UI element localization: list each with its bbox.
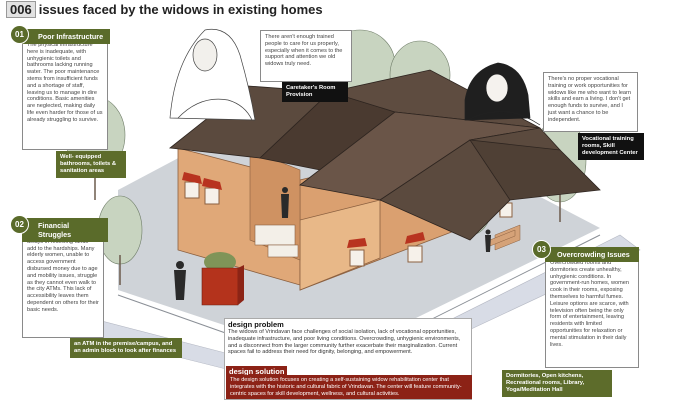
design-problem-body: The widows of Vrindavan face challenges … [228, 329, 461, 356]
design-solution-body: The design solution focuses on creating … [226, 375, 472, 400]
section-heading: Poor Infrastructure [22, 29, 110, 44]
design-solution-heading: design solution [226, 366, 288, 377]
solution-atm-admin: an ATM in the premise/campus, and an adm… [70, 338, 182, 358]
title-number: 006 [6, 1, 36, 18]
section-number-badge: 03 [532, 240, 551, 259]
quote-text: There's no proper vocational training or… [548, 76, 632, 123]
section-body: Overcrowded rooms and dormitories create… [550, 260, 629, 348]
section-heading: Overcrowding Issues [545, 247, 639, 262]
solution-vocational: Vocational training rooms, Skill develop… [578, 133, 644, 160]
planter [201, 252, 244, 306]
quote-card-vocational: There's no proper vocational training or… [543, 72, 638, 132]
section-body: Low salaries and frequent delays in rece… [27, 232, 99, 313]
section-overcrowding-card: Overcrowded rooms and dormitories create… [545, 256, 639, 368]
section-poor-infrastructure-card: The physical infrastructure here is inad… [22, 38, 108, 150]
people [174, 187, 491, 300]
solution-dormitories: Dormitories, Open kitchens, Recreational… [502, 370, 612, 397]
title-text: issues faced by the widows in existing h… [38, 2, 323, 17]
quote-text: There aren't enough trained people to ca… [265, 34, 343, 68]
quote-card-caretaker: There aren't enough trained people to ca… [260, 30, 352, 82]
solution-sanitation: Well- equipped bathrooms, toilets & sani… [56, 151, 126, 178]
section-number-badge: 01 [10, 25, 29, 44]
section-financial-struggles-card: Low salaries and frequent delays in rece… [22, 228, 104, 338]
solution-caretaker: Caretaker's Room Provision [282, 82, 348, 102]
widow-portrait-left [169, 28, 256, 121]
design-problem-heading: design problem [228, 320, 284, 329]
section-number-badge: 02 [10, 215, 29, 234]
section-heading: Financial Struggles [22, 218, 108, 242]
section-body: The physical infrastructure here is inad… [27, 42, 103, 123]
widow-portrait-right [464, 62, 541, 126]
